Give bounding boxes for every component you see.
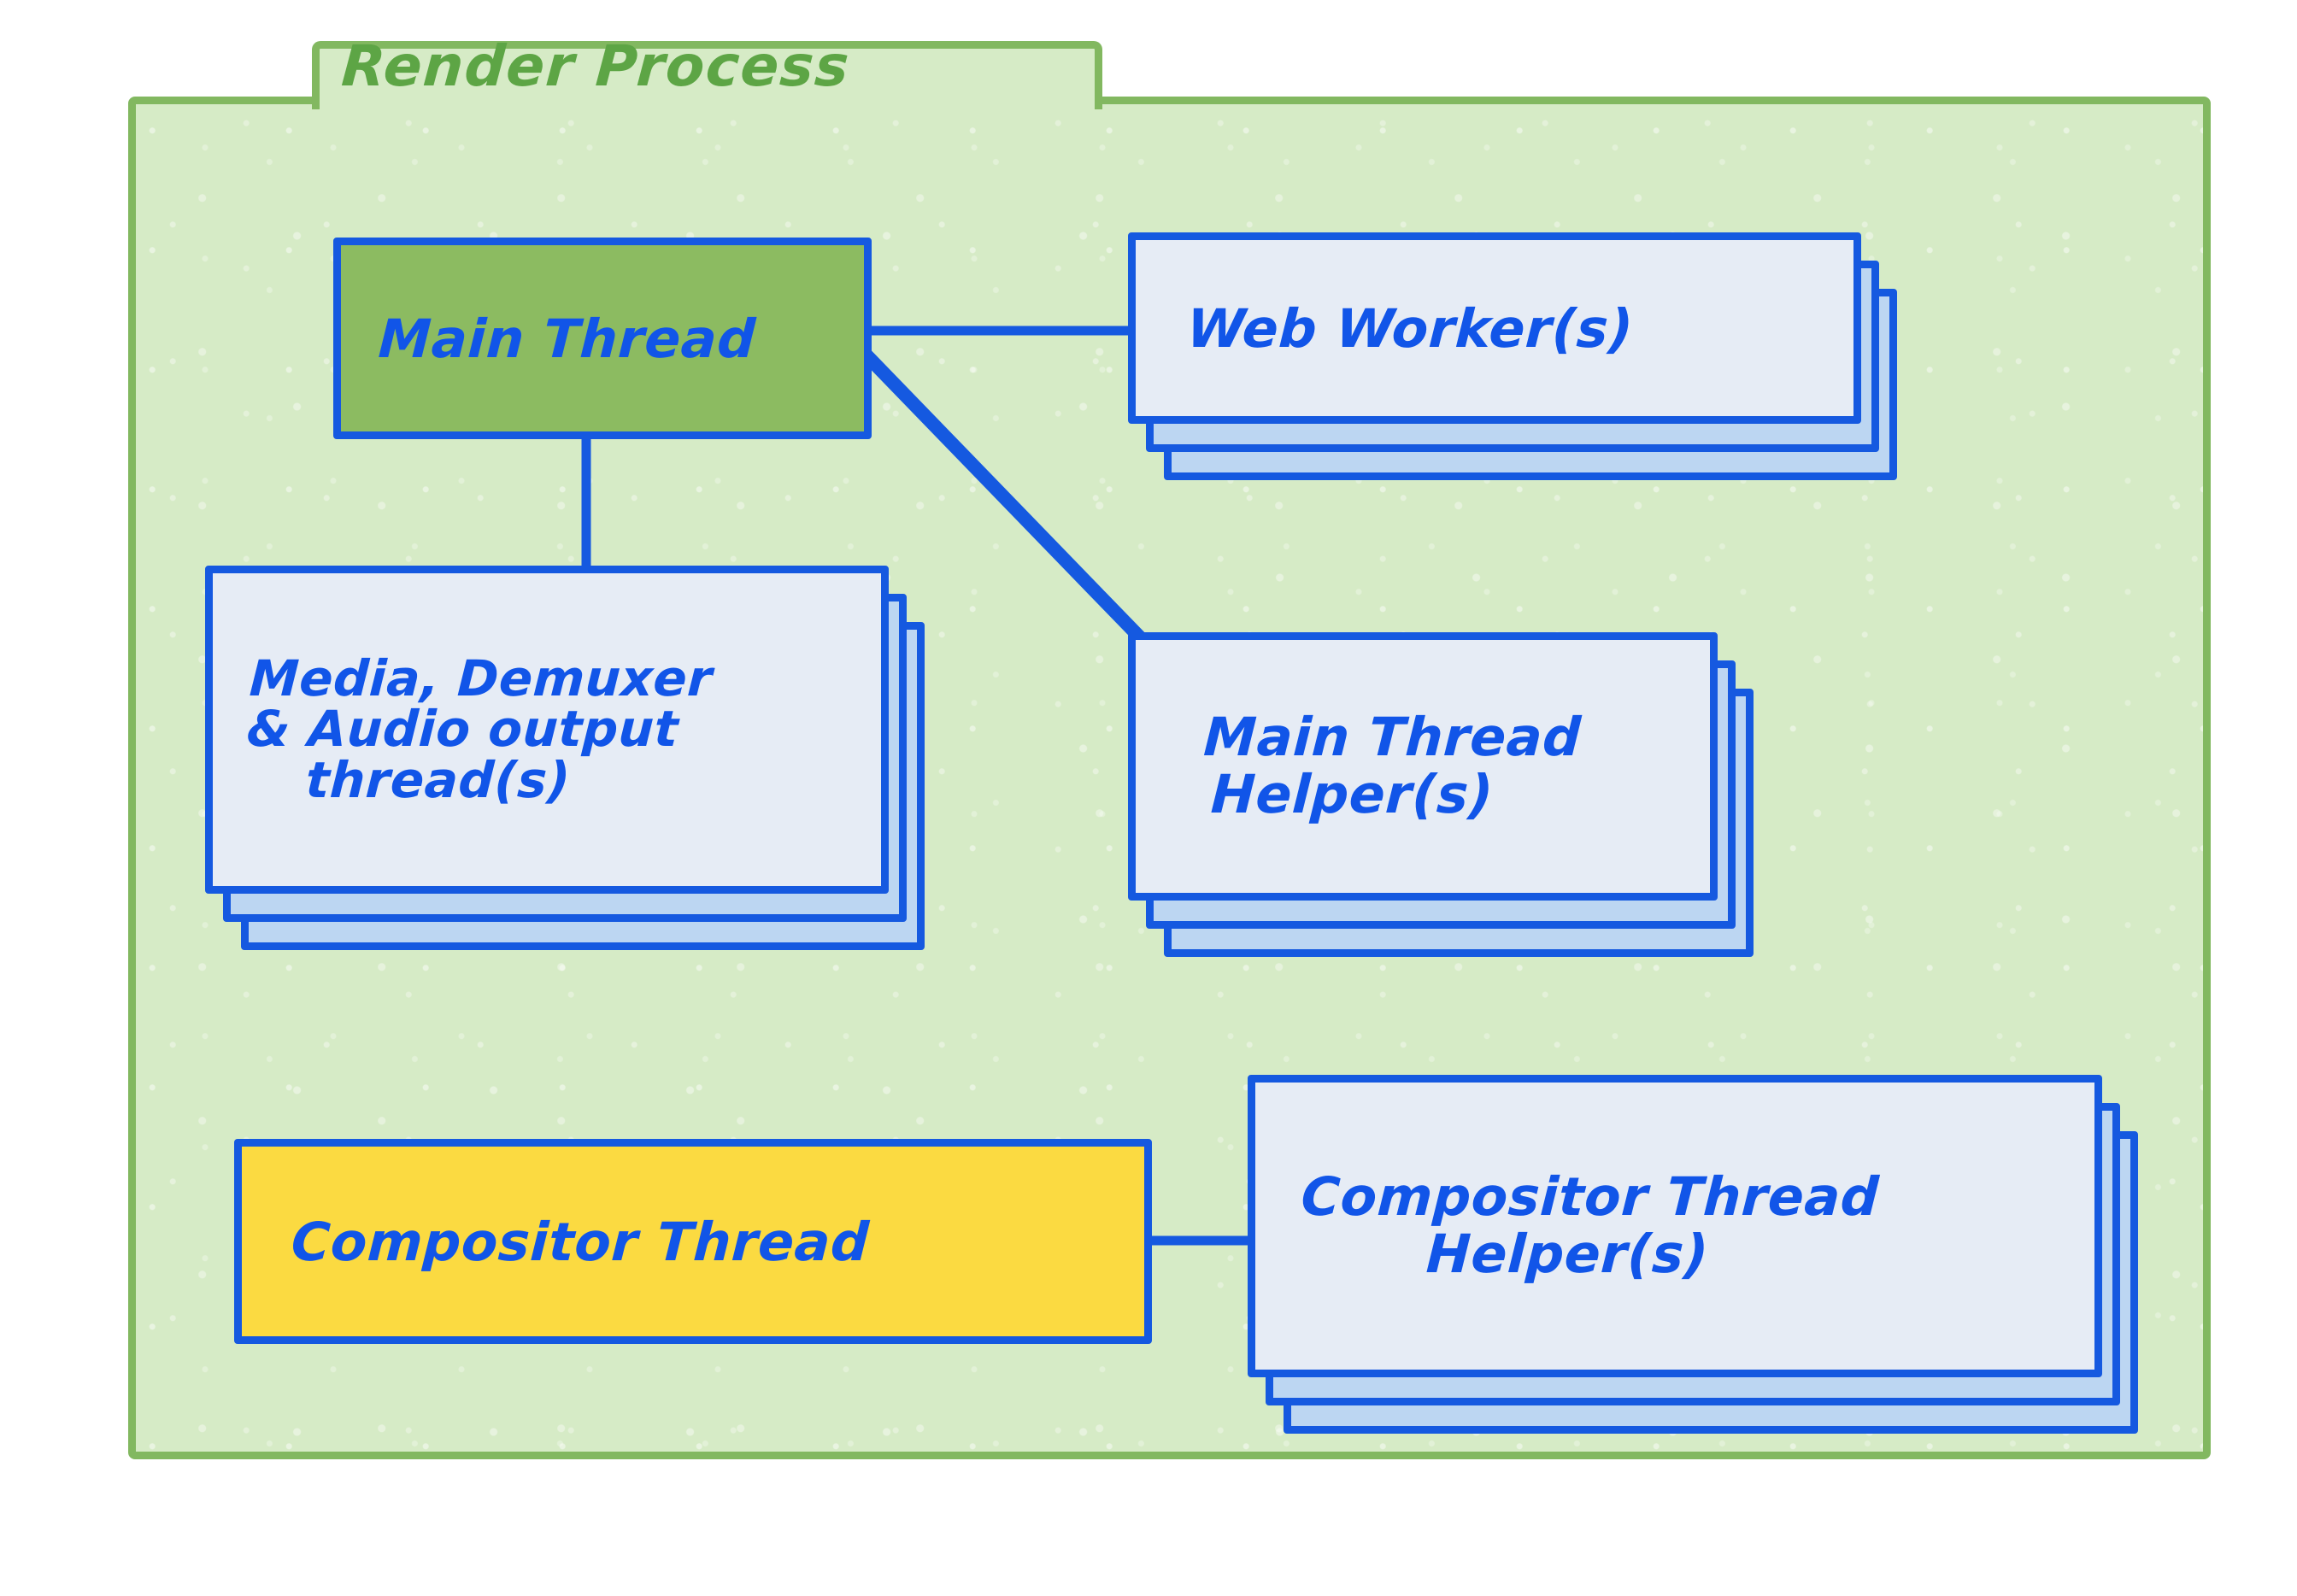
mt-helper-label-line-1: Main Thread <box>1201 706 1583 769</box>
node-main-thread-helper[interactable]: Main Thread Helper(s) <box>1128 632 1777 957</box>
compositor-thread-card: Compositor Thread <box>234 1139 1152 1344</box>
ct-helper-label-line-2: Helper(s) <box>1425 1223 1711 1285</box>
web-worker-label-group: Web Worker(s) <box>1131 240 1859 416</box>
web-worker-card-front: Web Worker(s) <box>1128 232 1861 424</box>
main-thread-label-line-1: Main Thread <box>377 307 758 370</box>
media-label-line-2: & Audio output <box>245 700 680 759</box>
media-label-line-1: Media, Demuxer <box>248 649 714 708</box>
compositor-thread-label-group: Compositor Thread <box>237 1147 1149 1336</box>
node-compositor-thread-helper[interactable]: Compositor Thread Helper(s) <box>1248 1075 2153 1434</box>
compositor-thread-label-line-1: Compositor Thread <box>290 1210 871 1273</box>
media-label-line-3: thread(s) <box>304 750 573 809</box>
node-web-worker[interactable]: Web Worker(s) <box>1128 232 1897 480</box>
web-worker-label-line-1: Web Worker(s) <box>1185 296 1636 360</box>
node-compositor-thread[interactable]: Compositor Thread <box>234 1139 1152 1344</box>
mt-helper-label-line-2: Helper(s) <box>1209 763 1495 825</box>
ct-helper-label-line-1: Compositor Thread <box>1299 1165 1881 1229</box>
mt-helper-label-group: Main Thread Helper(s) <box>1129 640 1717 893</box>
media-label-group: Media, Demuxer & Audio output thread(s) <box>204 573 889 886</box>
node-media-demuxer-audio[interactable]: Media, Demuxer & Audio output thread(s) <box>205 566 957 950</box>
page-title: Render Process <box>339 33 853 99</box>
ct-helper-card-front: Compositor Thread Helper(s) <box>1248 1075 2102 1377</box>
mt-helper-card-front: Main Thread Helper(s) <box>1128 632 1718 901</box>
main-thread-card: Main Thread <box>333 238 872 439</box>
folder-tab-seam <box>320 92 1095 111</box>
node-main-thread[interactable]: Main Thread <box>333 238 872 439</box>
media-card-front: Media, Demuxer & Audio output thread(s) <box>205 566 889 894</box>
main-thread-label-group: Main Thread <box>336 245 868 431</box>
ct-helper-label-group: Compositor Thread Helper(s) <box>1248 1083 2102 1370</box>
